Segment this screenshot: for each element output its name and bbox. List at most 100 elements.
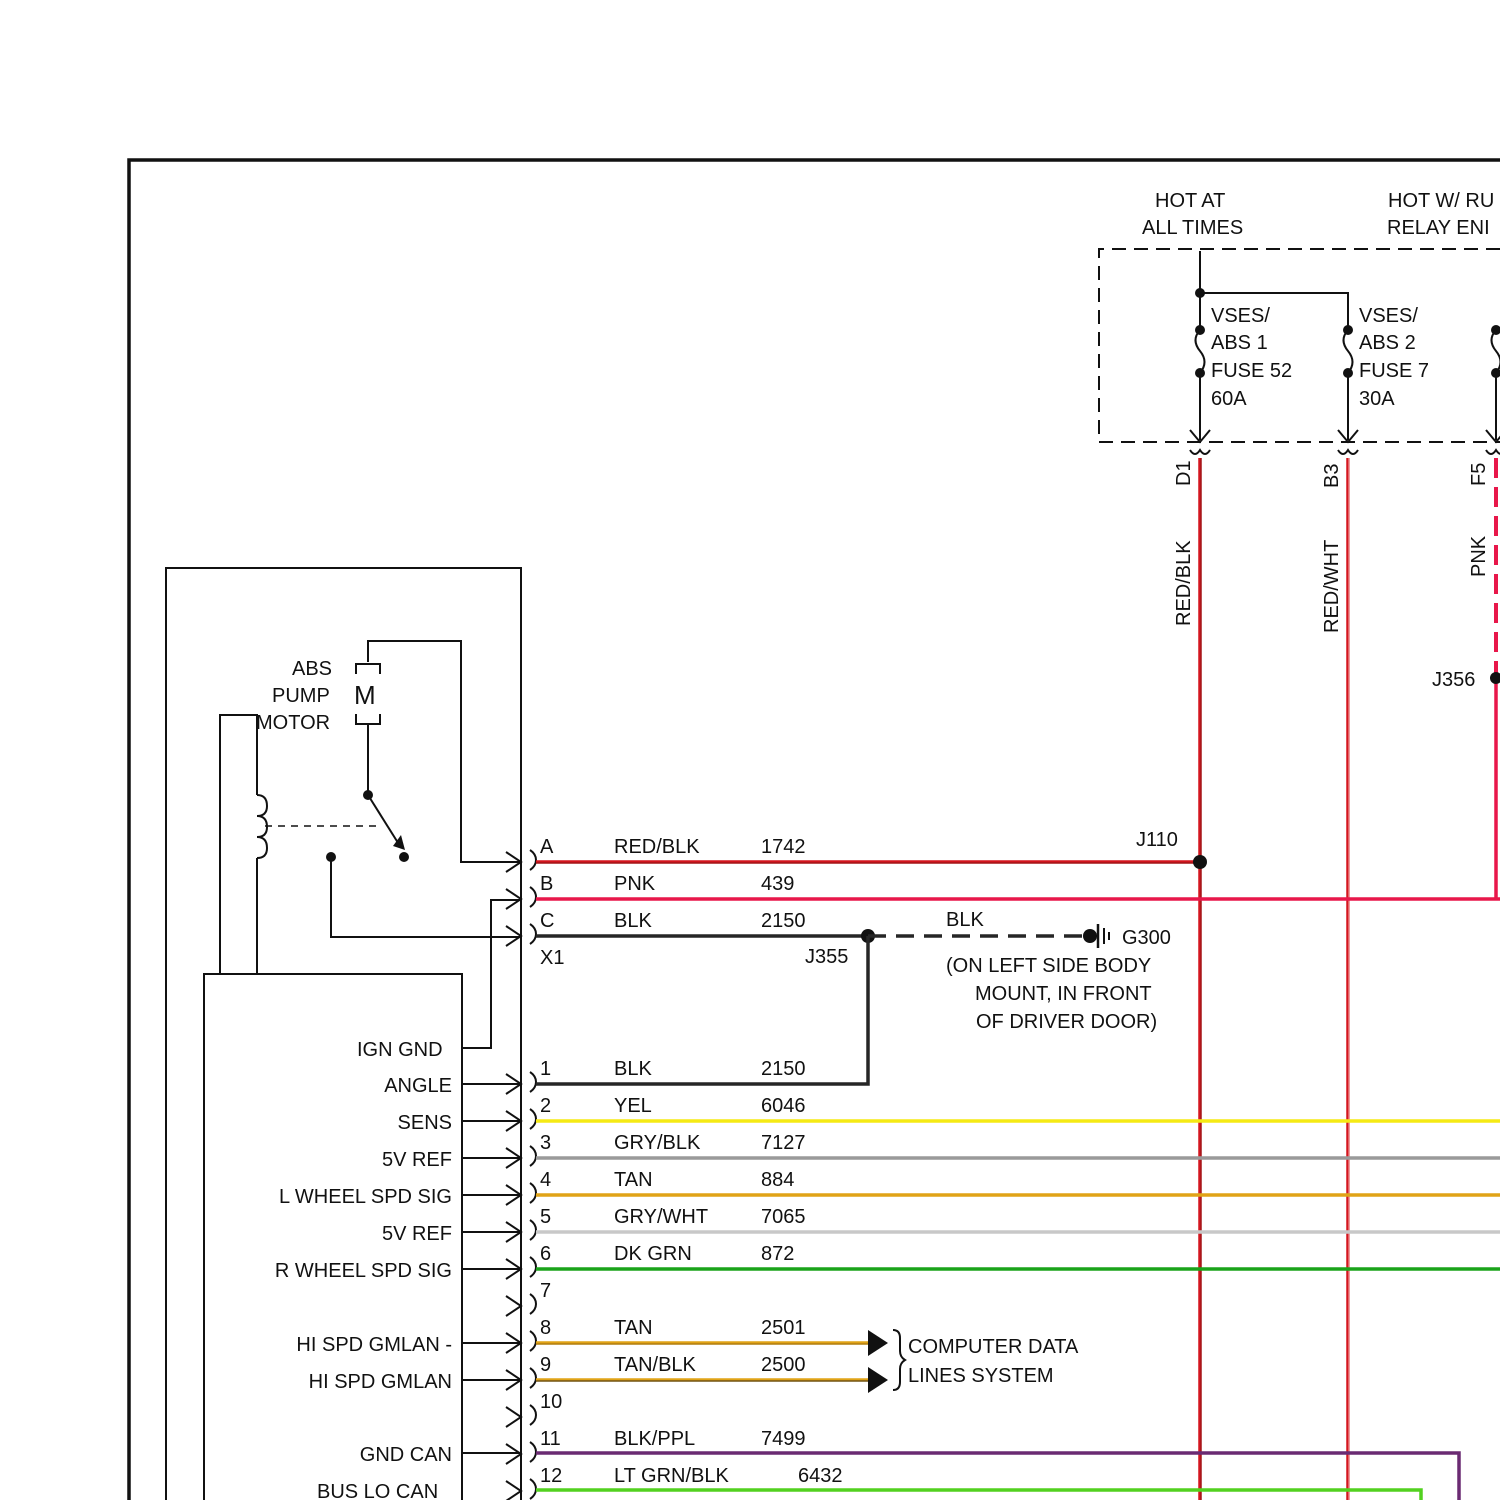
x2-circuit-9: 2500: [761, 1354, 806, 1376]
fuse-52-label-2: ABS 1: [1211, 332, 1268, 354]
x2-signal-label-10: HI SPD GMLAN: [309, 1371, 452, 1393]
fuse-7-label-4: 30A: [1359, 388, 1395, 410]
motor-icon: [356, 641, 521, 862]
data-line-arrow-8: [868, 1330, 888, 1356]
bus-lo-can-label: BUS LO CAN: [317, 1481, 438, 1500]
fuse-7-label-3: FUSE 7: [1359, 360, 1429, 382]
x2-pin-10: 10: [540, 1391, 562, 1413]
x2-connector-bump-11: [530, 1442, 536, 1462]
x2-pin-11: 11: [540, 1428, 561, 1450]
ground-name: G300: [1122, 927, 1171, 949]
ground-icon: [1083, 924, 1109, 948]
fuse-52-label-3: FUSE 52: [1211, 360, 1292, 382]
x2-circuit-11: 7499: [761, 1428, 806, 1450]
x1-wire-color-b: PNK: [614, 873, 656, 895]
pin-d1-connector: [1190, 450, 1210, 454]
data-lines-label-2: LINES SYSTEM: [908, 1365, 1054, 1387]
x2-wire-color-4: TAN: [614, 1169, 653, 1191]
wire-f5-color-label: PNK: [1468, 535, 1490, 577]
connector-x1-name: X1: [540, 947, 564, 969]
relay-coil-icon: [220, 715, 380, 974]
x2-signal-label-4: 5V REF: [382, 1149, 452, 1171]
ground-location-2: MOUNT, IN FRONT: [975, 983, 1152, 1005]
x2-wire-color-1: BLK: [614, 1058, 652, 1080]
x2-wire-color-11: BLK/PPL: [614, 1428, 695, 1450]
x1-circuit-c: 2150: [761, 910, 806, 932]
connector-x2-rows: 1BLK21502YEL6046ANGLE3GRY/BLK7127SENS4TA…: [275, 1058, 1500, 1500]
motor-module-box: [166, 568, 521, 1500]
splice-j355-label: J355: [805, 946, 848, 968]
wire-d1-color-label: RED/BLK: [1173, 540, 1195, 626]
x2-connector-bump-8: [530, 1331, 536, 1351]
x2-pin-7: 7: [540, 1280, 551, 1302]
x1-wire-color-a: RED/BLK: [614, 836, 700, 858]
x2-pin-9: 9: [540, 1354, 551, 1376]
x2-pin-3: 3: [540, 1132, 551, 1154]
data-lines-brace: [893, 1330, 905, 1390]
fuse-52-label-4: 60A: [1211, 388, 1247, 410]
wire-b3-color-label: RED/WHT: [1321, 540, 1343, 633]
x2-arrow-12: [506, 1481, 521, 1500]
x2-signal-label-7: R WHEEL SPD SIG: [275, 1260, 452, 1282]
data-line-arrow-9: [868, 1367, 888, 1393]
x2-circuit-3: 7127: [761, 1132, 806, 1154]
hot-at-all-times-label-1: HOT AT: [1155, 190, 1225, 212]
x2-signal-label-12: GND CAN: [360, 1444, 452, 1466]
ign-gnd-line: [462, 900, 521, 1048]
x2-pin-12: 12: [540, 1465, 562, 1487]
x2-connector-bump-10: [530, 1405, 536, 1425]
x2-signal-label-5: L WHEEL SPD SIG: [279, 1186, 452, 1208]
x2-wire-color-8: TAN: [614, 1317, 653, 1339]
ground-location-1: (ON LEFT SIDE BODY: [946, 955, 1151, 977]
pin-b3-connector: [1338, 450, 1358, 454]
x2-pin-5: 5: [540, 1206, 551, 1228]
x2-wire-color-9: TAN/BLK: [614, 1354, 697, 1376]
x2-connector-bump-2: [530, 1109, 536, 1129]
x2-circuit-12: 6432: [798, 1465, 843, 1487]
x2-pin-1: 1: [540, 1058, 551, 1080]
x2-pin-6: 6: [540, 1243, 551, 1265]
x2-wire-color-6: DK GRN: [614, 1243, 692, 1265]
x2-circuit-6: 872: [761, 1243, 794, 1265]
hot-at-all-times-label-2: ALL TIMES: [1142, 217, 1243, 239]
x2-pin-8: 8: [540, 1317, 551, 1339]
x2-pin-2: 2: [540, 1095, 551, 1117]
pin-f5-connector: [1486, 450, 1500, 454]
x2-connector-bump-7: [530, 1294, 536, 1314]
hot-w-run-relay-label-2: RELAY ENI: [1387, 217, 1490, 239]
splice-j356-dot: [1490, 672, 1500, 684]
x2-connector-bump-9: [530, 1368, 536, 1388]
fuse-7-label-2: ABS 2: [1359, 332, 1416, 354]
fuse-52-icon: [1190, 325, 1210, 442]
x2-circuit-2: 6046: [761, 1095, 806, 1117]
fuse-partial-icon: [1486, 325, 1500, 442]
x2-circuit-8: 2501: [761, 1317, 806, 1339]
x2-connector-bump-12: [530, 1479, 536, 1499]
outer-frame: [129, 160, 1500, 1500]
motor-label-3: MOTOR: [256, 712, 330, 734]
wire-x2-12-route: [536, 1490, 1421, 1500]
x1-pin-c: C: [540, 910, 554, 932]
x1-circuit-b: 439: [761, 873, 794, 895]
pin-f5-label: F5: [1468, 463, 1490, 486]
x1-pin-a: A: [540, 836, 554, 858]
x2-wire-color-2: YEL: [614, 1095, 652, 1117]
hot-w-run-relay-label-1: HOT W/ RU: [1388, 190, 1494, 212]
pin-b3-label: B3: [1321, 464, 1343, 488]
bus-junction-dot: [1195, 288, 1205, 298]
x2-signal-label-3: SENS: [398, 1112, 452, 1134]
x2-wire-color-3: GRY/BLK: [614, 1132, 701, 1154]
x2-arrow-7: [506, 1296, 521, 1316]
splice-j110-dot: [1193, 855, 1207, 869]
x1-connector-bumps: [530, 850, 536, 944]
x2-signal-label-6: 5V REF: [382, 1223, 452, 1245]
ground-location-3: OF DRIVER DOOR): [976, 1011, 1157, 1033]
x2-arrow-10: [506, 1407, 521, 1427]
x1-pin-b: B: [540, 873, 553, 895]
x2-signal-label-9: HI SPD GMLAN -: [296, 1334, 452, 1356]
x2-wire-color-12: LT GRN/BLK: [614, 1465, 730, 1487]
data-lines-label-1: COMPUTER DATA: [908, 1336, 1079, 1358]
x2-wire-color-5: GRY/WHT: [614, 1206, 708, 1228]
